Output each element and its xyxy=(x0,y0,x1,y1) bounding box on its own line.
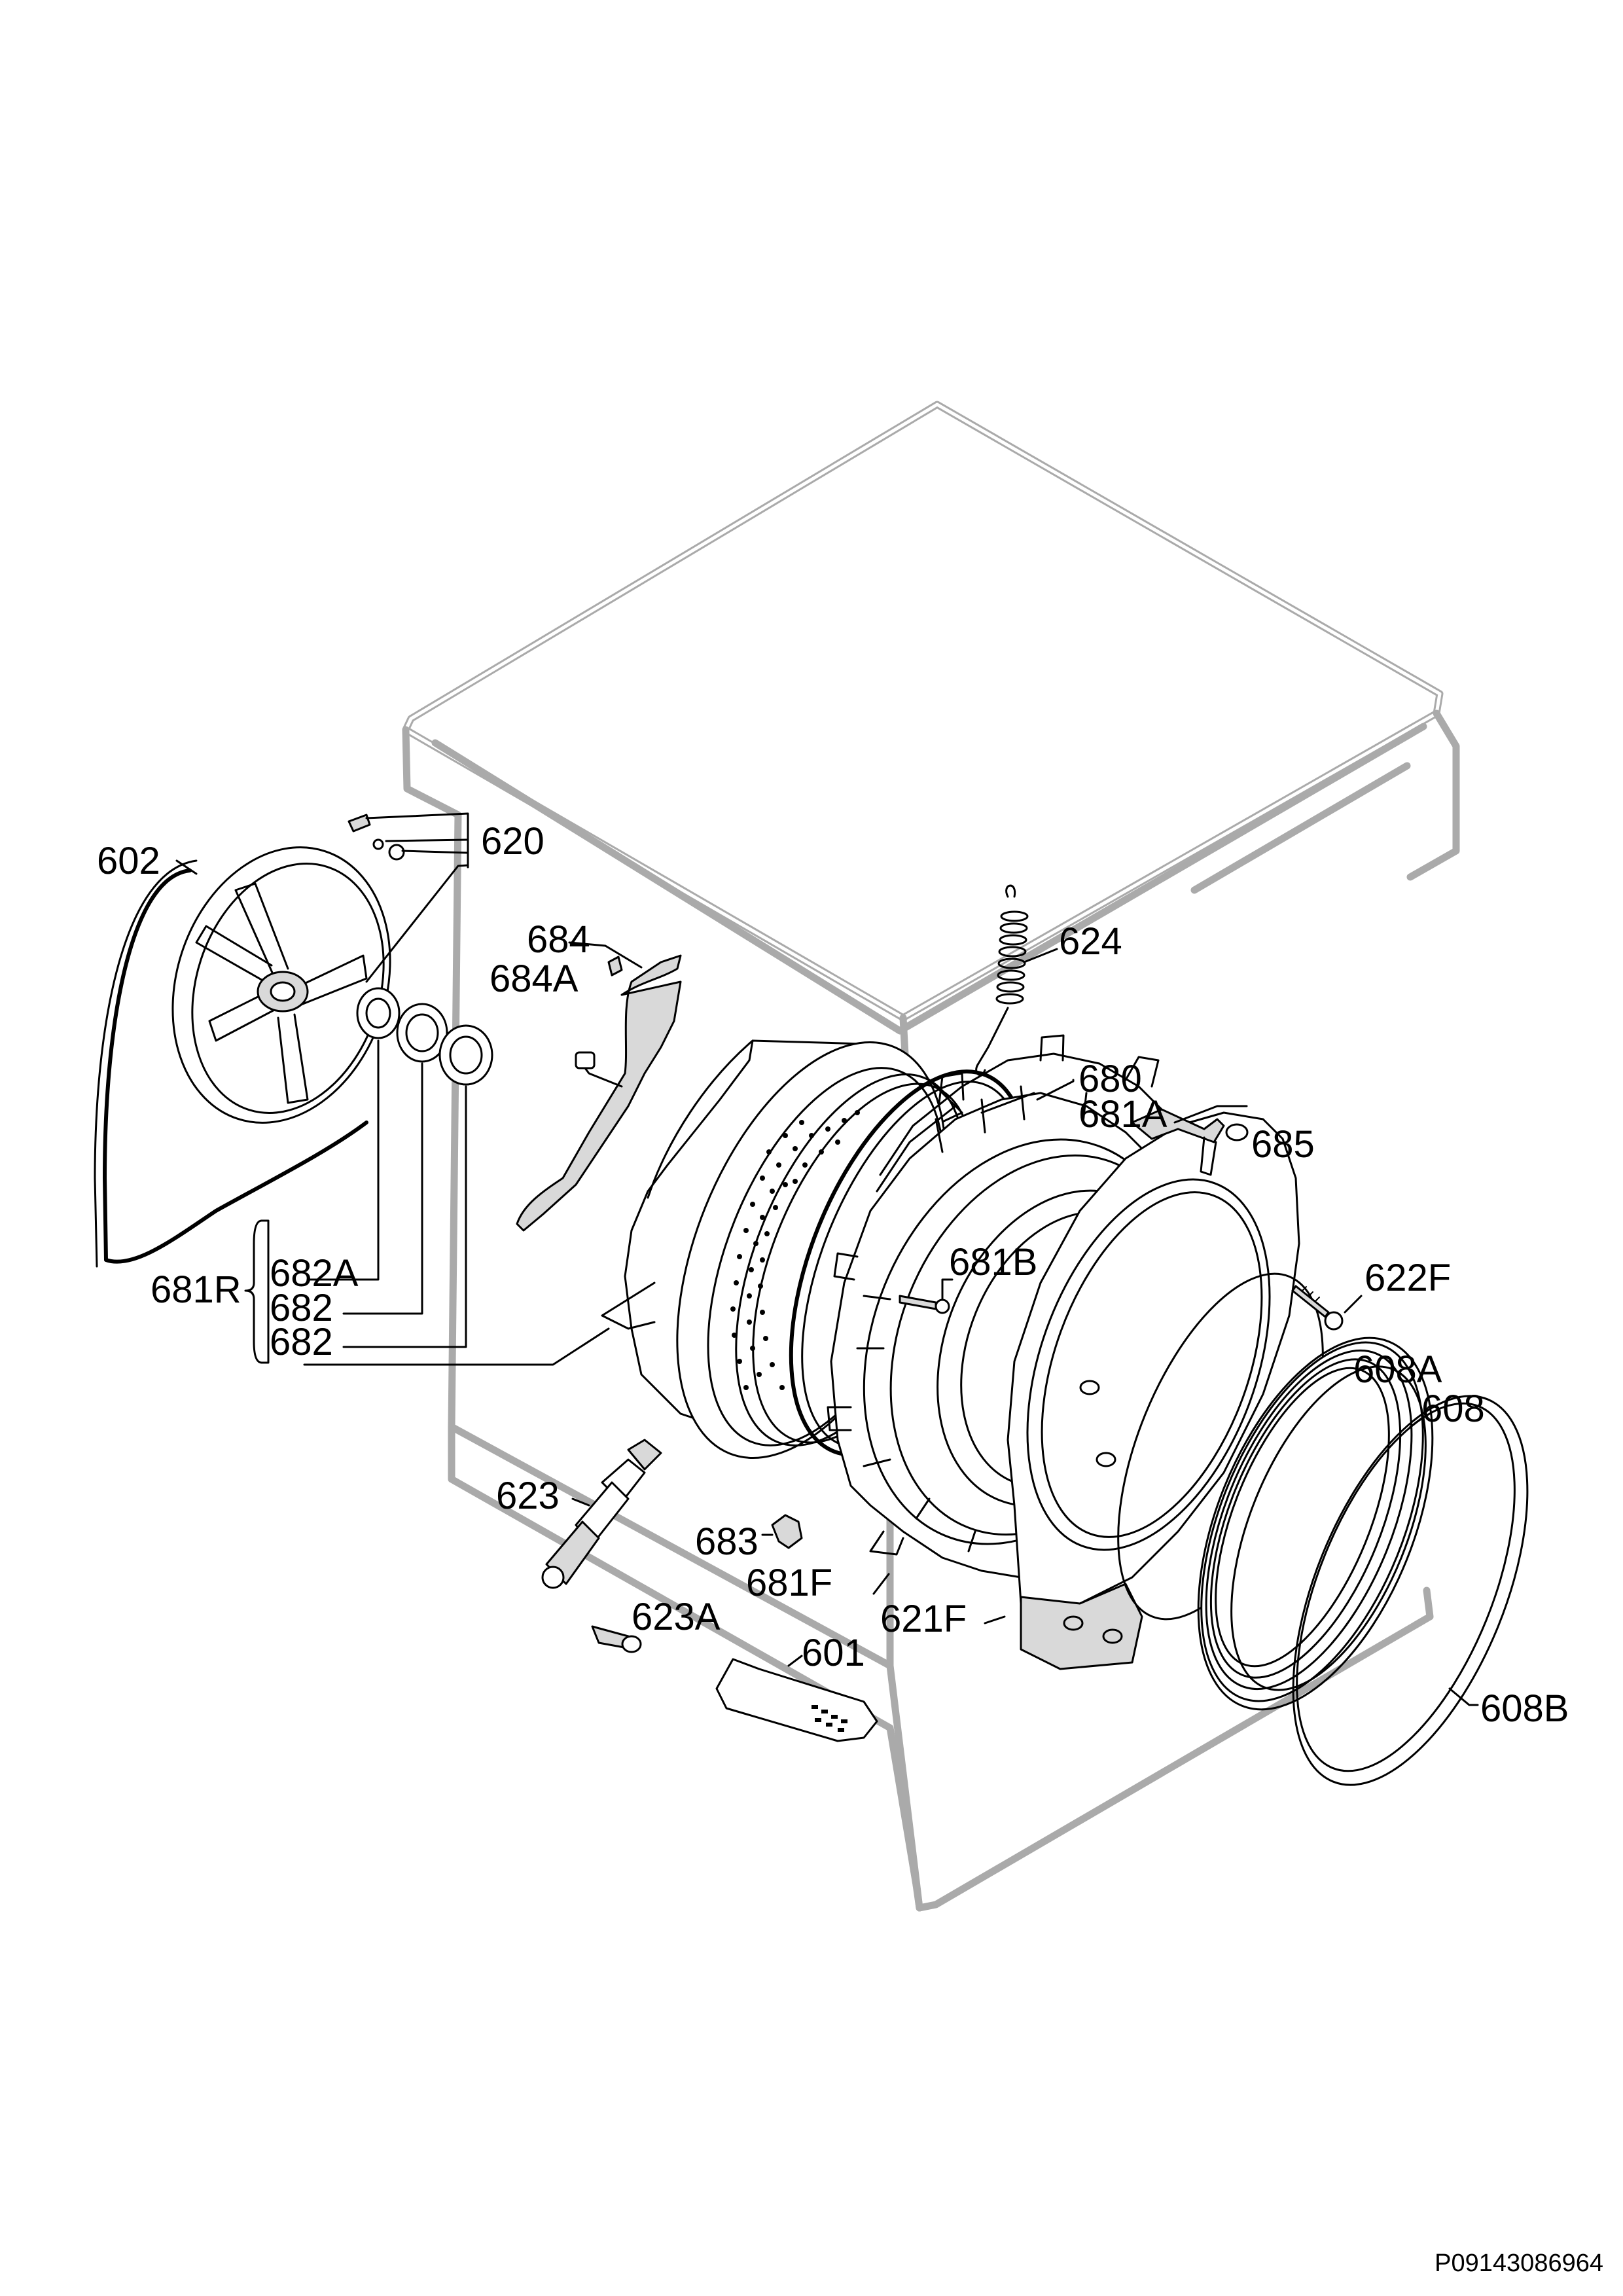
drawing-reference-code: P09143086964 xyxy=(1435,2250,1603,2277)
label-684A: 684A xyxy=(490,958,579,1000)
label-685: 685 xyxy=(1251,1123,1315,1166)
label-682-second: 682 xyxy=(270,1321,333,1363)
part-683-clip xyxy=(761,1514,803,1549)
label-682-first: 682 xyxy=(270,1287,333,1329)
part-622F-bolt xyxy=(1291,1285,1363,1331)
part-685-clip xyxy=(1131,1105,1248,1176)
label-681F: 681F xyxy=(746,1562,832,1604)
label-602: 602 xyxy=(97,840,160,882)
part-608-door-seal xyxy=(1197,1336,1434,1711)
label-680: 680 xyxy=(1079,1058,1142,1100)
label-624: 624 xyxy=(1059,920,1122,963)
label-608A: 608A xyxy=(1353,1348,1442,1391)
part-front-frame xyxy=(984,1111,1300,1670)
label-601: 601 xyxy=(802,1632,865,1674)
label-622F: 622F xyxy=(1364,1257,1451,1299)
label-leaders xyxy=(175,859,1075,1595)
part-601-handle xyxy=(715,1655,878,1742)
part-623A-pin xyxy=(591,1625,642,1653)
part-labels: 602 620 684 684A 624 680 681A 685 681B 6… xyxy=(97,820,1569,1730)
label-623A: 623A xyxy=(632,1596,721,1638)
label-681R: 681R xyxy=(151,1268,241,1311)
label-621F: 621F xyxy=(880,1598,967,1640)
label-681A: 681A xyxy=(1079,1093,1168,1136)
label-620: 620 xyxy=(481,820,544,863)
label-608: 608 xyxy=(1421,1388,1485,1430)
part-602-belt-pulley xyxy=(94,846,391,1268)
label-608B: 608B xyxy=(1480,1687,1569,1730)
part-684-bracket xyxy=(516,941,682,1232)
part-620-screw-set xyxy=(348,812,469,983)
label-681B: 681B xyxy=(949,1241,1037,1283)
part-623-damper xyxy=(541,1439,662,1589)
part-bearings xyxy=(306,987,493,1348)
label-623: 623 xyxy=(496,1475,560,1517)
label-682A: 682A xyxy=(270,1252,359,1295)
label-683: 683 xyxy=(695,1520,758,1563)
label-684: 684 xyxy=(527,918,590,961)
part-608B-clamp xyxy=(1292,1395,1529,1786)
